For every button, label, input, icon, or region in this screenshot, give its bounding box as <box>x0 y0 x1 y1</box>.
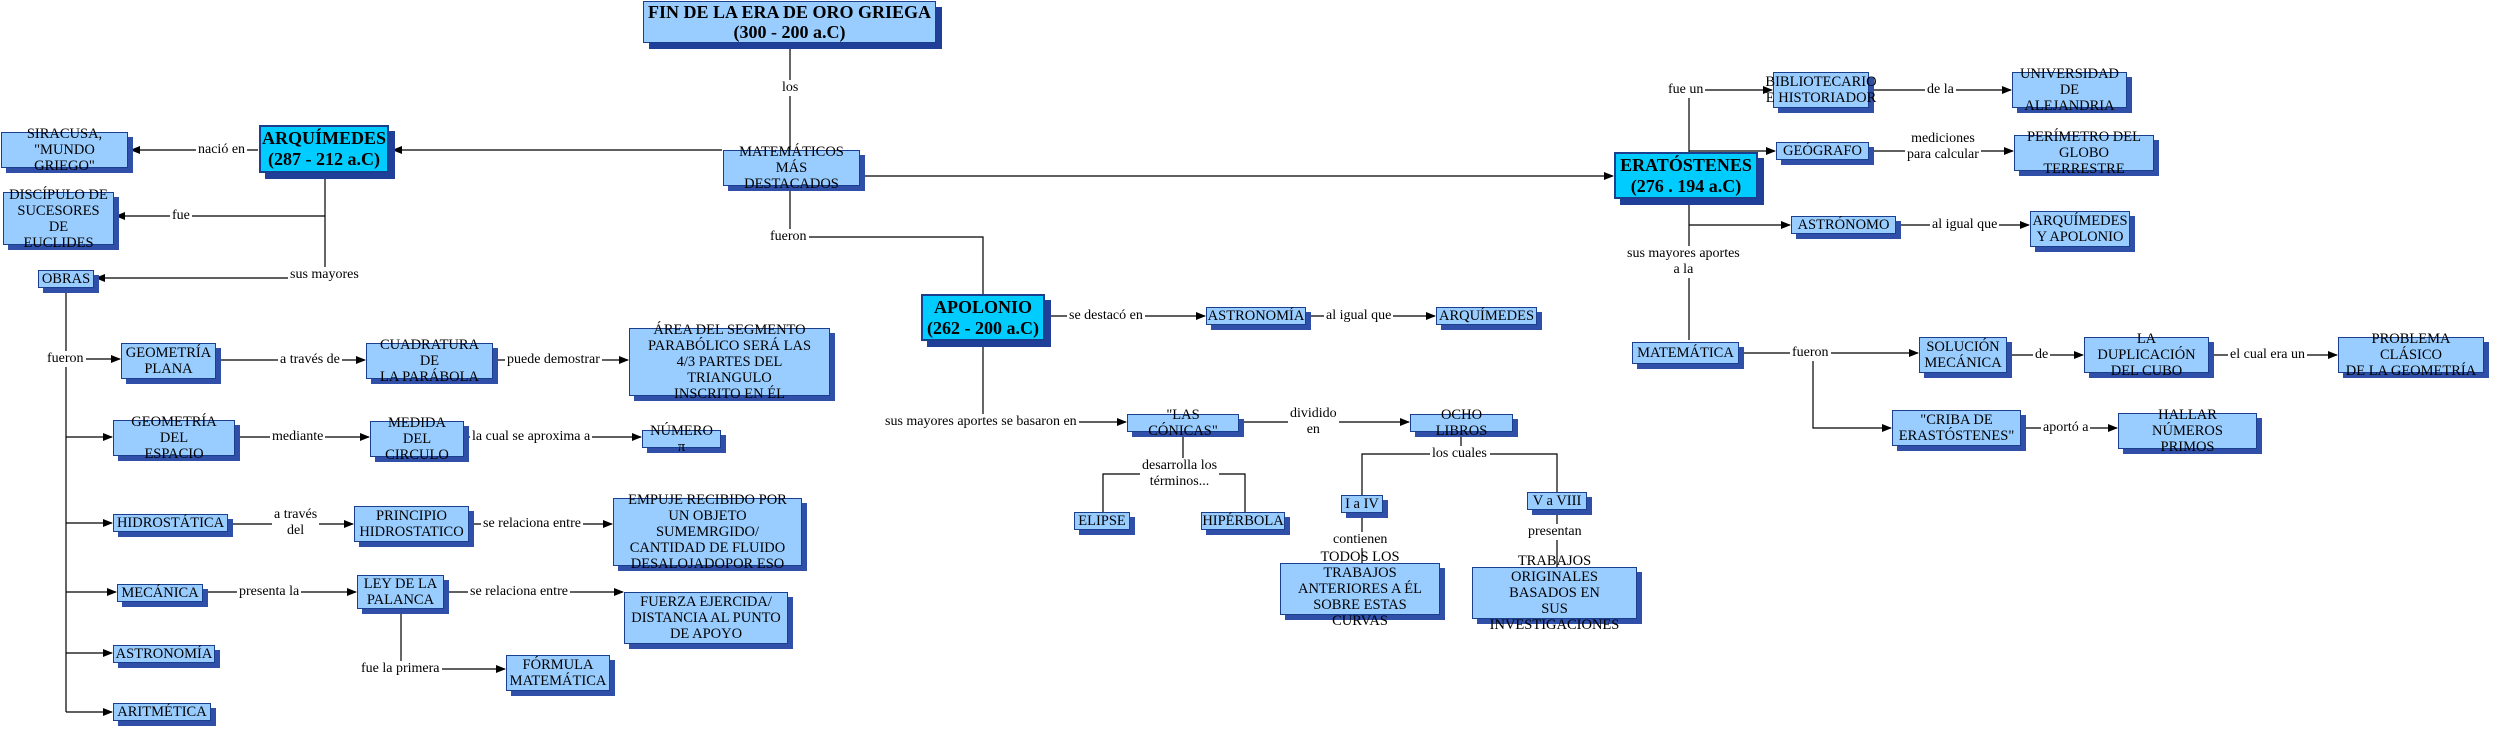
label-al-igual-que-apolonio: al igual que <box>1324 308 1394 324</box>
label-aporto-a: aportó a <box>2041 420 2091 436</box>
astronomia-apolonio-node: ASTRONOMÍA <box>1206 307 1306 325</box>
label-fueron-matematicos: fueron <box>768 229 809 245</box>
label-puede-demostrar: puede demostrar <box>505 352 602 368</box>
ocho-libros-node: OCHO LIBROS <box>1410 407 1513 439</box>
empuje-node: EMPUJE RECIBIDO POR UN OBJETO SUMEMRGIDO… <box>613 492 802 572</box>
eratostenes-node: ERATÓSTENES (276 . 194 a.C) <box>1614 152 1758 199</box>
geometria-plana-node: GEOMETRÍA PLANA <box>121 343 216 379</box>
trabajos-originales-node: TRABAJOS ORIGINALES BASADOS EN SUS INVES… <box>1472 553 1637 633</box>
conicas-node: "LAS CÓNICAS" <box>1127 407 1239 439</box>
label-se-destaco-en: se destacó en <box>1067 308 1145 324</box>
cuadratura-node: CUADRATURA DE LA PARÁBOLA <box>366 337 493 385</box>
hiperbola-node: HIPÉRBOLA <box>1201 512 1285 530</box>
label-dividido-en: dividido en <box>1288 406 1339 438</box>
label-fueron-arquimedes: fueron <box>45 351 86 367</box>
label-al-igual-que-eratostenes: al igual que <box>1930 217 2000 233</box>
universidad-node: UNIVERSIDAD DE ALEJANDRIA <box>2012 66 2127 114</box>
numero-pi-node: NÚMERO π <box>642 423 721 455</box>
label-a-traves-del: a través del <box>272 507 320 539</box>
label-los-cuales: los cuales <box>1430 446 1489 462</box>
formula-node: FÓRMULA MATEMÁTICA <box>506 655 610 691</box>
label-se-relaciona-2: se relaciona entre <box>468 584 570 600</box>
astronomia-arquimedes-node: ASTRONOMÍA <box>113 645 215 663</box>
astronomo-node: ASTRÓNOMO <box>1791 216 1896 234</box>
obras-node: OBRAS <box>38 270 94 288</box>
hidrostatica-node: HIDROSTÁTICA <box>113 514 228 532</box>
mecanica-node: MECÁNICA <box>117 584 203 602</box>
label-sus-mayores-aportes-eratostenes: sus mayores aportes a la <box>1625 246 1742 278</box>
label-los: los <box>780 80 801 96</box>
bibliotecario-node: BIBLIOTECARIO E HISTORIADOR <box>1765 72 1877 108</box>
label-mediante: mediante <box>270 429 326 445</box>
label-se-relaciona-1: se relaciona entre <box>481 516 583 532</box>
arquimedes-small-node: ARQUÍMEDES <box>1436 307 1537 325</box>
label-sus-mayores-aportes: sus mayores aportes se basaron en <box>883 414 1079 430</box>
label-a-traves-de: a través de <box>278 352 342 368</box>
matematica-node: MATEMÁTICA <box>1632 342 1739 364</box>
label-fueron-eratostenes: fueron <box>1790 345 1831 361</box>
discipulo-node: DISCÍPULO DE SUCESORES DE EUCLIDES <box>3 187 114 251</box>
label-desarrolla: desarrolla los términos... <box>1140 458 1220 490</box>
label-el-cual-era-un: el cual era un <box>2228 347 2308 363</box>
label-contienen: contienen <box>1331 532 1390 548</box>
elipse-node: ELIPSE <box>1074 512 1130 530</box>
arquimedes-apolonio-node: ARQUÍMEDES Y APOLONIO <box>2030 211 2130 247</box>
duplicacion-cubo-node: LA DUPLICACIÓN DEL CUBO <box>2084 331 2209 379</box>
v-a-viii-node: V a VIII <box>1527 492 1587 510</box>
label-fue: fue <box>170 208 192 224</box>
matematicos-node: MATEMÁTICOS MÁS DESTACADOS <box>723 144 860 192</box>
medida-circulo-node: MEDIDA DEL CIRCULO <box>370 415 464 463</box>
fuerza-node: FUERZA EJERCIDA/ DISTANCIA AL PUNTO DE A… <box>624 592 788 644</box>
problema-clasico-node: PROBLEMA CLÁSICO DE LA GEOMETRÍA <box>2338 331 2484 379</box>
geografo-node: GEÓGRAFO <box>1776 142 1869 160</box>
label-mediciones: mediciones para calcular <box>1905 131 1981 163</box>
apolonio-node: APOLONIO (262 - 200 a.C) <box>921 294 1045 341</box>
principio-hidrostatico-node: PRINCIPIO HIDROSTATICO <box>354 506 469 542</box>
area-segmento-node: ÁREA DEL SEGMENTO PARABÓLICO SERÁ LAS 4/… <box>629 322 830 402</box>
i-a-iv-node: I a IV <box>1341 495 1383 513</box>
label-sus-mayores: sus mayores <box>288 267 361 283</box>
siracusa-node: SIRACUSA, "MUNDO GRIEGO" <box>1 126 128 174</box>
numeros-primos-node: HALLAR NÚMEROS PRIMOS <box>2118 407 2257 455</box>
title-node: FIN DE LA ERA DE ORO GRIEGA (300 - 200 a… <box>643 1 936 43</box>
ley-palanca-node: LEY DE LA PALANCA <box>357 575 444 609</box>
arquimedes-node: ARQUÍMEDES (287 - 212 a.C) <box>259 125 389 173</box>
perimetro-node: PERÍMETRO DEL GLOBO TERRESTRE <box>2014 129 2154 177</box>
aritmetica-node: ARITMÉTICA <box>113 703 211 721</box>
label-presenta-la: presenta la <box>237 584 302 600</box>
label-la-cual-aproxima: la cual se aproxima a <box>470 429 593 445</box>
solucion-mecanica-node: SOLUCIÓN MECÁNICA <box>1919 337 2007 373</box>
label-fue-la-primera: fue la primera <box>359 661 442 677</box>
criba-node: "CRIBA DE ERASTÓSTENES" <box>1892 410 2021 446</box>
label-de-la: de la <box>1925 82 1956 98</box>
label-presentan: presentan <box>1526 524 1584 540</box>
label-nacio-en: nació en <box>196 142 248 158</box>
todos-trabajos-node: TODOS LOS TRABAJOS ANTERIORES A ÉL SOBRE… <box>1280 549 1440 629</box>
geometria-espacio-node: GEOMETRÍA DEL ESPACIO <box>113 414 235 462</box>
label-de: de <box>2033 347 2051 363</box>
label-fue-un: fue un <box>1666 82 1706 98</box>
